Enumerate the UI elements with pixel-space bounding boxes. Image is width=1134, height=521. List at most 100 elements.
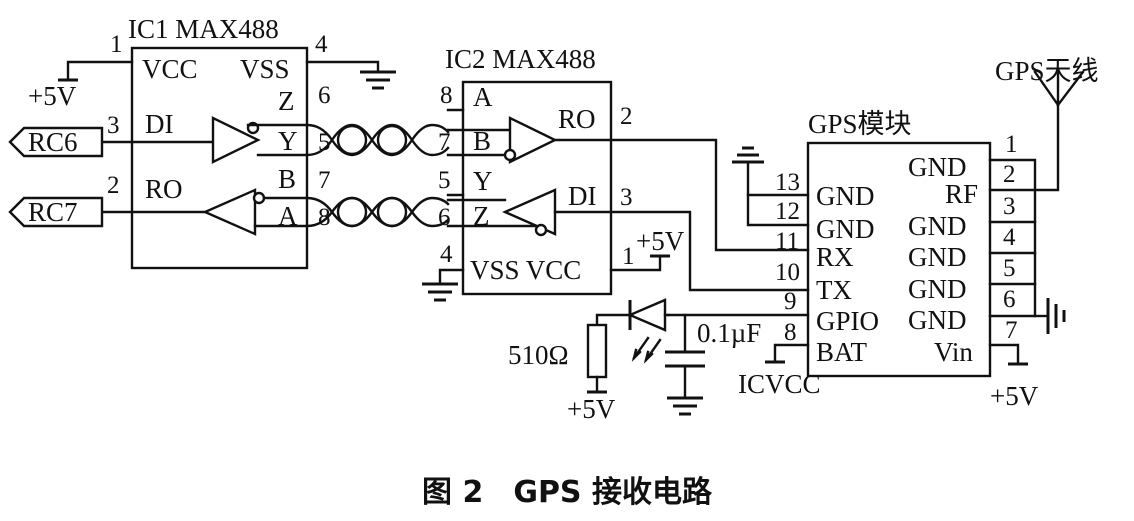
antenna-icon xyxy=(1033,70,1085,107)
ic1-ro-label: RO xyxy=(145,174,183,204)
gps-pin5-num: 5 xyxy=(1003,255,1016,282)
ic1-driver-triangle xyxy=(211,116,261,164)
gps-pin9-num: 9 xyxy=(784,288,797,315)
gps-pin8-name: BAT xyxy=(816,337,868,367)
gps-pin3-num: 3 xyxy=(1003,193,1016,220)
ic2-z-label: Z xyxy=(473,201,490,231)
capacitor-ground-icon xyxy=(667,396,703,416)
gps-module-body xyxy=(806,141,992,378)
led-icon xyxy=(626,298,667,332)
ic1-pin6: 6 xyxy=(318,82,331,109)
gps-pin4-name: GND xyxy=(908,242,967,272)
twisted-pair-lower xyxy=(305,196,450,228)
ic2-pin1: 1 xyxy=(622,243,635,270)
ic2-pin2: 2 xyxy=(620,103,633,130)
figure-caption: 图 2 GPS 接收电路 xyxy=(422,475,713,510)
gps-pin4-num: 4 xyxy=(1003,224,1016,251)
ic2-pin5: 5 xyxy=(438,167,451,194)
gps-pin6-name: GND xyxy=(908,305,967,335)
ic2-body xyxy=(461,80,613,296)
ic1-title: IC1 MAX488 xyxy=(128,14,279,44)
ic1-receiver-triangle xyxy=(202,188,257,236)
gps-pin1-name: GND xyxy=(908,152,967,182)
ic1-pin8: 8 xyxy=(318,204,331,231)
ic2-vss-wire xyxy=(438,268,465,286)
gps-pin2-num: 2 xyxy=(1003,161,1016,188)
rc7-connector: RC7 xyxy=(8,196,104,228)
antenna-label: GPS天线 xyxy=(995,56,1099,86)
gps-pin2-name: RF xyxy=(945,179,978,209)
ic2-a-label: A xyxy=(473,82,493,112)
gps-pin7-num: 7 xyxy=(1005,317,1018,344)
twisted-pair-upper xyxy=(305,123,450,157)
ic1-vss-label: VSS xyxy=(240,54,290,84)
ic1-vcc-wire xyxy=(66,60,134,82)
ic1-vcc-label: VCC xyxy=(142,54,198,84)
ic2-pin4: 4 xyxy=(440,241,453,268)
gps-pin13-name: GND xyxy=(816,181,875,211)
ic1-pin7: 7 xyxy=(318,167,331,194)
gps-pin13-num: 13 xyxy=(775,169,800,196)
gps-pin1-num: 1 xyxy=(1005,131,1018,158)
gps-right-gnd-bus xyxy=(988,158,1037,318)
gps-module: GPS模块 GND GND RX TX GPIO BAT 13 12 11 10… xyxy=(666,56,1099,411)
ic1-pin3: 3 xyxy=(107,112,120,139)
ic2-pin3: 3 xyxy=(620,184,633,211)
ic2-pin7: 7 xyxy=(438,129,451,156)
ic1: IC1 MAX488 VCC VSS DI RO Z Y B A 1 4 3 2… xyxy=(28,14,396,270)
gps-pin12-name: GND xyxy=(816,214,875,244)
ic1-body xyxy=(130,46,309,270)
ic2-receiver-bubble xyxy=(503,148,517,162)
gps-pin5-name: GND xyxy=(908,274,967,304)
gps-vin-wire xyxy=(988,343,1020,366)
gps-pin6-num: 6 xyxy=(1003,286,1016,313)
gps-rf-wire xyxy=(988,103,1060,192)
resistor-top-wire xyxy=(595,313,632,327)
rc6-connector: RC6 xyxy=(8,126,104,158)
gps-pin11-name: RX xyxy=(816,242,854,272)
ic2-receiver-triangle xyxy=(508,116,558,164)
ic1-y-label: Y xyxy=(278,126,298,156)
resistor-plus5v: +5V xyxy=(567,394,616,424)
resistor-icon xyxy=(586,323,608,379)
ic2-driver-triangle xyxy=(502,188,557,236)
ic1-receiver-bubble xyxy=(252,191,266,205)
ic2-vss-vcc-label: VSS VCC xyxy=(470,255,581,285)
gps-pin7-name: Vin xyxy=(934,337,973,367)
ic1-z-label: Z xyxy=(278,86,295,116)
ic2-driver-bubble xyxy=(534,223,548,237)
ic2-ro-label: RO xyxy=(558,104,596,134)
svg-text:RC7: RC7 xyxy=(28,197,78,227)
gps-pin10-num: 10 xyxy=(775,259,800,286)
ic2-pin6: 6 xyxy=(438,204,451,231)
svg-text:RC6: RC6 xyxy=(28,127,78,157)
ic2-ro-wire xyxy=(553,138,810,252)
resistor-label: 510Ω xyxy=(508,340,569,370)
ic1-plus5v: +5V xyxy=(28,81,77,111)
gps-ground-left-icon xyxy=(732,146,764,164)
ic2-plus5v: +5V xyxy=(636,226,685,256)
gps-pin10-name: TX xyxy=(816,275,852,305)
gps-pin3-name: GND xyxy=(908,211,967,241)
icvcc-label: ICVCC xyxy=(738,369,821,399)
gps-ground-right-icon xyxy=(1046,298,1066,334)
gps-vin-plus5v: +5V xyxy=(990,381,1039,411)
capacitor xyxy=(665,313,705,416)
ic1-a-label: A xyxy=(278,201,298,231)
led xyxy=(626,298,670,364)
ic2-di-wire xyxy=(553,210,810,292)
gps-pin8-num: 8 xyxy=(784,319,797,346)
gps-pin9-name: GPIO xyxy=(816,306,879,336)
ic1-di-label: DI xyxy=(145,109,174,139)
ic2-b-label: B xyxy=(473,126,491,156)
ic1-vss-wire xyxy=(305,60,380,74)
gps-pin11-num: 11 xyxy=(775,228,799,255)
ic2-title: IC2 MAX488 xyxy=(445,44,596,74)
gps-pin12-wire xyxy=(746,193,810,227)
ic2-di-label: DI xyxy=(568,181,597,211)
gps-pin8-wire xyxy=(773,343,810,364)
ic1-pin4: 4 xyxy=(315,31,328,58)
ic2: IC2 MAX488 A B Y Z RO DI VSS VCC 8 7 5 6… xyxy=(422,44,810,302)
gps-module-title: GPS模块 xyxy=(808,109,912,139)
ic2-pin8: 8 xyxy=(440,82,453,109)
